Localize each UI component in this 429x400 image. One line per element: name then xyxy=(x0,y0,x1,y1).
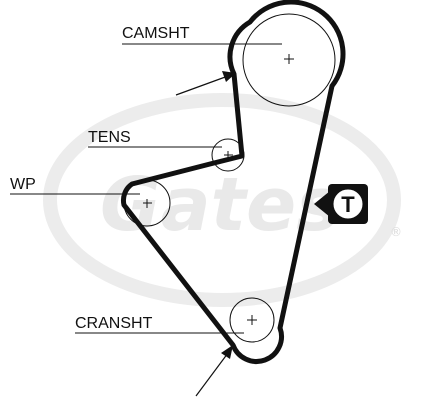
watermark-ellipse xyxy=(43,93,401,307)
tensioner-badge-pointer xyxy=(314,191,330,217)
tensioner-pulley-circle xyxy=(211,138,245,172)
water-pump-label: WP xyxy=(10,176,36,193)
rotation-arrow-bottom-shaft xyxy=(195,352,229,397)
water-pump-pulley xyxy=(123,179,171,227)
camshaft-label: CAMSHT xyxy=(122,25,190,42)
crankshaft-pulley xyxy=(229,297,275,343)
water-pump-pulley-circle xyxy=(123,179,171,227)
tensioner-label: TENS xyxy=(88,129,131,146)
crankshaft-label: CRANSHT xyxy=(75,315,153,332)
tensioner-badge-letter: T xyxy=(341,192,355,217)
rotation-arrow-top-head xyxy=(222,71,236,82)
watermark-registered-mark: ® xyxy=(390,225,402,239)
tensioner-badge-icon: T xyxy=(314,184,368,224)
tensioner-badge-circle xyxy=(332,188,364,220)
rotation-arrow-bottom-head xyxy=(221,345,233,359)
crankshaft-pulley-circle xyxy=(229,297,275,343)
rotation-arrow-bottom xyxy=(195,345,233,397)
rotation-arrow-top-shaft xyxy=(175,75,229,96)
camshaft-pulley xyxy=(242,13,336,107)
tensioner-pulley xyxy=(211,138,245,172)
camshaft-pulley-circle xyxy=(242,13,336,107)
rotation-arrow-top xyxy=(175,71,236,96)
